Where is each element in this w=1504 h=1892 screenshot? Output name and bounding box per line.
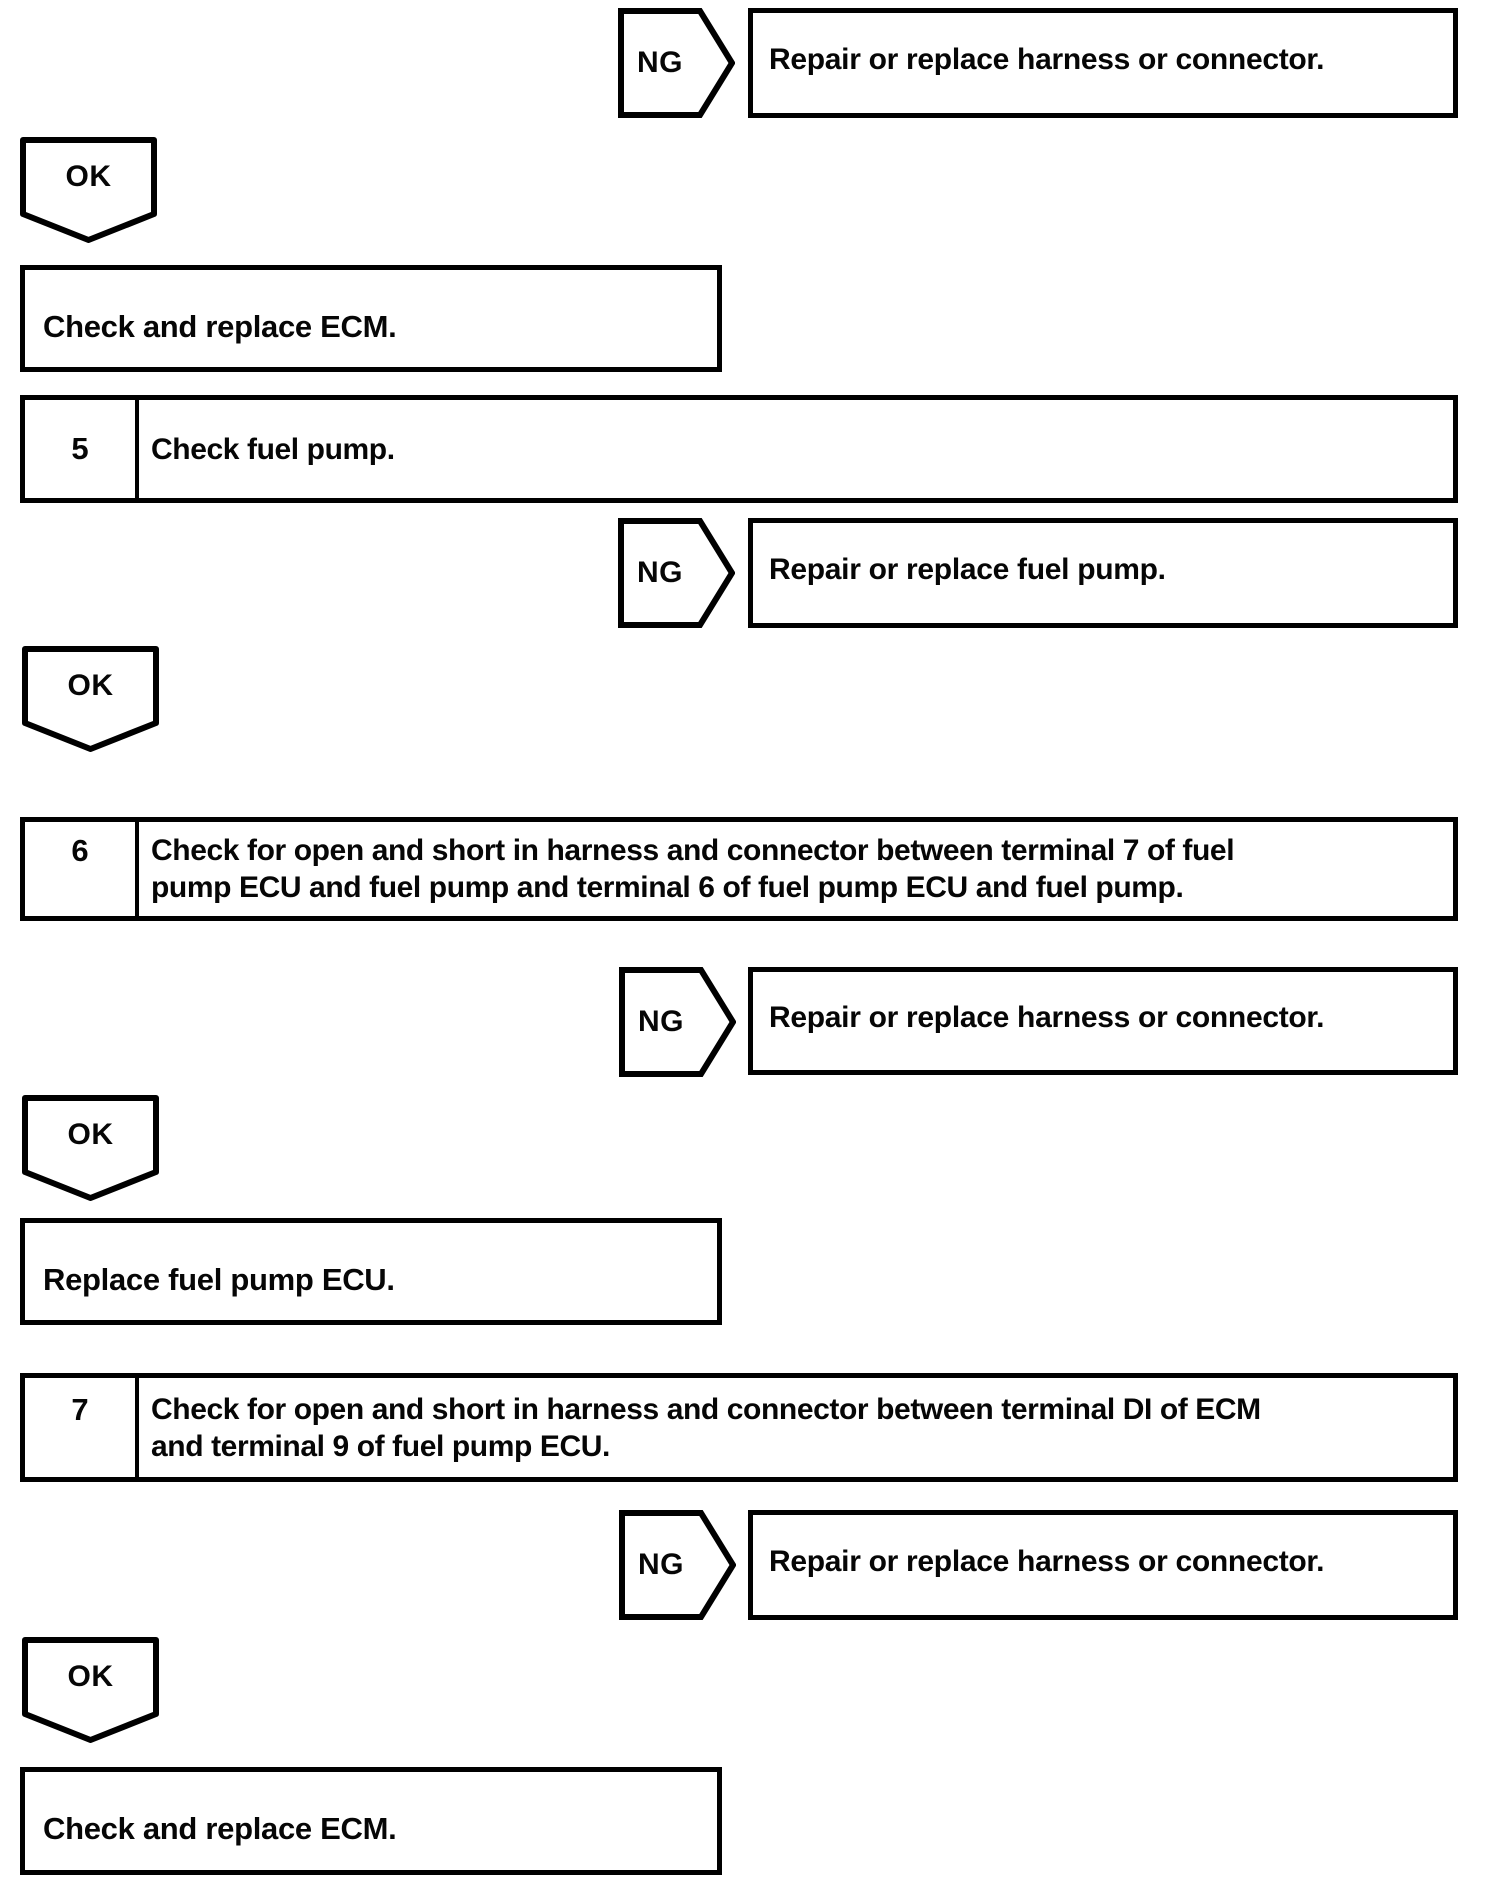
- step-box-7: 7 Check for open and short in harness an…: [20, 1373, 1458, 1482]
- step-number-cell: 6: [25, 822, 139, 916]
- ng-pentagon-icon: [618, 518, 735, 628]
- ng-pentagon-icon: [619, 967, 736, 1077]
- ng-result-box-4: Repair or replace harness or connector.: [748, 1510, 1458, 1620]
- ng-connector-2: NG: [618, 518, 735, 628]
- ng-result-box-1: Repair or replace harness or connector.: [748, 8, 1458, 118]
- ng-result-text-4: Repair or replace harness or connector.: [769, 1545, 1325, 1578]
- ng-pentagon-icon: [619, 1510, 736, 1620]
- ng-result-box-2: Repair or replace fuel pump.: [748, 518, 1458, 628]
- ok-label: OK: [67, 1118, 114, 1151]
- ng-connector-1: NG: [618, 8, 735, 118]
- step-text-cell: Check for open and short in harness and …: [139, 1378, 1453, 1477]
- ng-connector-3: NG: [619, 967, 736, 1077]
- ng-result-text-1: Repair or replace harness or connector.: [769, 43, 1325, 76]
- step-text-cell: Check for open and short in harness and …: [139, 822, 1453, 916]
- ng-result-text-2: Repair or replace fuel pump.: [769, 553, 1166, 586]
- step-text-line: and terminal 9 of fuel pump ECU.: [151, 1429, 610, 1463]
- step-number-cell: 7: [25, 1378, 139, 1477]
- ng-label: NG: [638, 1005, 684, 1038]
- ok-label: OK: [65, 160, 112, 193]
- ok-pentagon-icon: [22, 1637, 159, 1743]
- step-number: 7: [71, 1391, 89, 1427]
- ng-result-text-3: Repair or replace harness or connector.: [769, 1001, 1325, 1034]
- ng-label: NG: [638, 1548, 684, 1581]
- step-box-6: 6 Check for open and short in harness an…: [20, 817, 1458, 921]
- step-text-cell: Check fuel pump.: [139, 400, 1453, 498]
- step-text-line: Check fuel pump.: [151, 432, 395, 466]
- ok-connector-2: OK: [22, 646, 159, 752]
- ok-connector-4: OK: [22, 1637, 159, 1743]
- step-number-cell: 5: [25, 400, 139, 498]
- ok-connector-1: OK: [20, 137, 157, 243]
- action-box-check-replace-ecm-1: Check and replace ECM.: [20, 265, 722, 372]
- action-box-replace-fuel-pump-ecu: Replace fuel pump ECU.: [20, 1218, 722, 1325]
- action-text: Check and replace ECM.: [43, 308, 397, 344]
- step-text-line: Check for open and short in harness and …: [151, 1392, 1261, 1426]
- ok-pentagon-icon: [22, 646, 159, 752]
- ng-label: NG: [637, 556, 683, 589]
- step-number: 5: [71, 431, 89, 466]
- ng-label: NG: [637, 46, 683, 79]
- step-text-line: Check for open and short in harness and …: [151, 834, 1235, 867]
- action-text: Check and replace ECM.: [43, 1811, 397, 1846]
- action-text: Replace fuel pump ECU.: [43, 1261, 395, 1297]
- ng-result-box-3: Repair or replace harness or connector.: [748, 967, 1458, 1075]
- ok-label: OK: [67, 1660, 114, 1693]
- step-number: 6: [71, 833, 89, 868]
- ok-connector-3: OK: [22, 1095, 159, 1201]
- ok-label: OK: [67, 669, 114, 702]
- ok-pentagon-icon: [22, 1095, 159, 1201]
- step-box-5: 5 Check fuel pump.: [20, 395, 1458, 503]
- action-box-check-replace-ecm-2: Check and replace ECM.: [20, 1767, 722, 1875]
- ok-pentagon-icon: [20, 137, 157, 243]
- ng-connector-4: NG: [619, 1510, 736, 1620]
- ng-pentagon-icon: [618, 8, 735, 118]
- step-text-line: pump ECU and fuel pump and terminal 6 of…: [151, 871, 1184, 904]
